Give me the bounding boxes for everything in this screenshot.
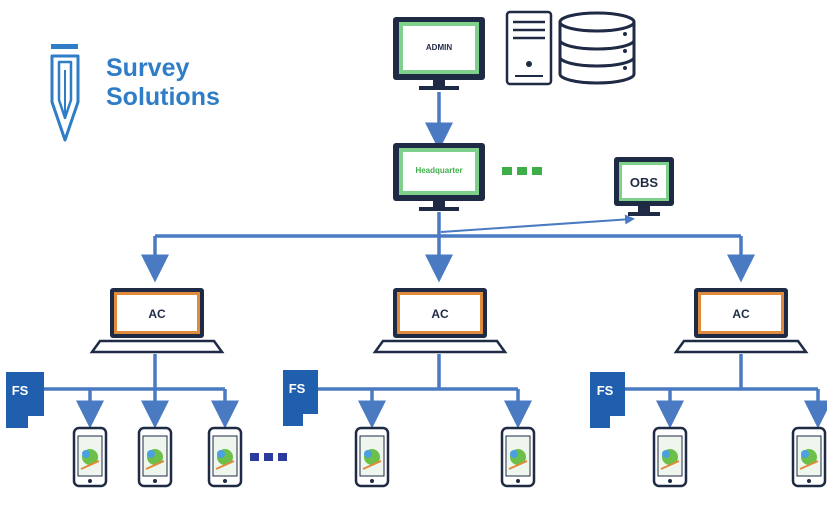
laptop-ac-center: AC [372, 288, 508, 354]
admin-monitor: ADMIN [393, 17, 485, 90]
tablet-left-2 [137, 426, 173, 488]
more-tablets-ellipsis [250, 453, 287, 461]
logo-title-line1: Survey [106, 54, 189, 82]
tablet-right-2 [791, 426, 827, 488]
tablet-center-1 [354, 426, 390, 488]
headquarter-label: Headquarter [415, 166, 462, 175]
hq-distribution-connectors [141, 212, 755, 283]
tablet-left-3 [207, 426, 243, 488]
logo-title-line2: Solutions [106, 83, 220, 111]
fs-center-label: FS [289, 381, 306, 396]
more-headquarters-ellipsis [502, 167, 542, 175]
tablet-center-2 [500, 426, 536, 488]
branch-connectors-right [614, 354, 827, 429]
fs-left-label: FS [12, 383, 29, 398]
database-icon [558, 11, 636, 85]
hq-to-obs-connector [440, 214, 635, 233]
obs-monitor: OBS [614, 157, 674, 216]
tablet-right-1 [652, 426, 688, 488]
pencil-logo-icon [50, 44, 80, 142]
fs-tab-right: FS [590, 372, 625, 428]
fs-tab-left: FS [6, 372, 44, 428]
laptop-ac-left: AC [89, 288, 225, 354]
obs-label: OBS [630, 175, 659, 190]
logo: Survey Solutions [50, 44, 220, 142]
ac-center-label: AC [431, 307, 449, 321]
fs-tab-center: FS [283, 370, 318, 426]
branch-connectors-left [44, 354, 239, 429]
admin-label: ADMIN [426, 43, 452, 52]
branch-connectors-center [308, 354, 532, 429]
ac-right-label: AC [732, 307, 750, 321]
headquarter-monitor: Headquarter [393, 143, 485, 211]
laptop-ac-right: AC [673, 288, 809, 354]
ac-left-label: AC [148, 307, 166, 321]
tablet-left-1 [72, 426, 108, 488]
server-tower-icon [505, 10, 553, 86]
tablets-layer [72, 426, 827, 488]
fs-right-label: FS [597, 383, 614, 398]
